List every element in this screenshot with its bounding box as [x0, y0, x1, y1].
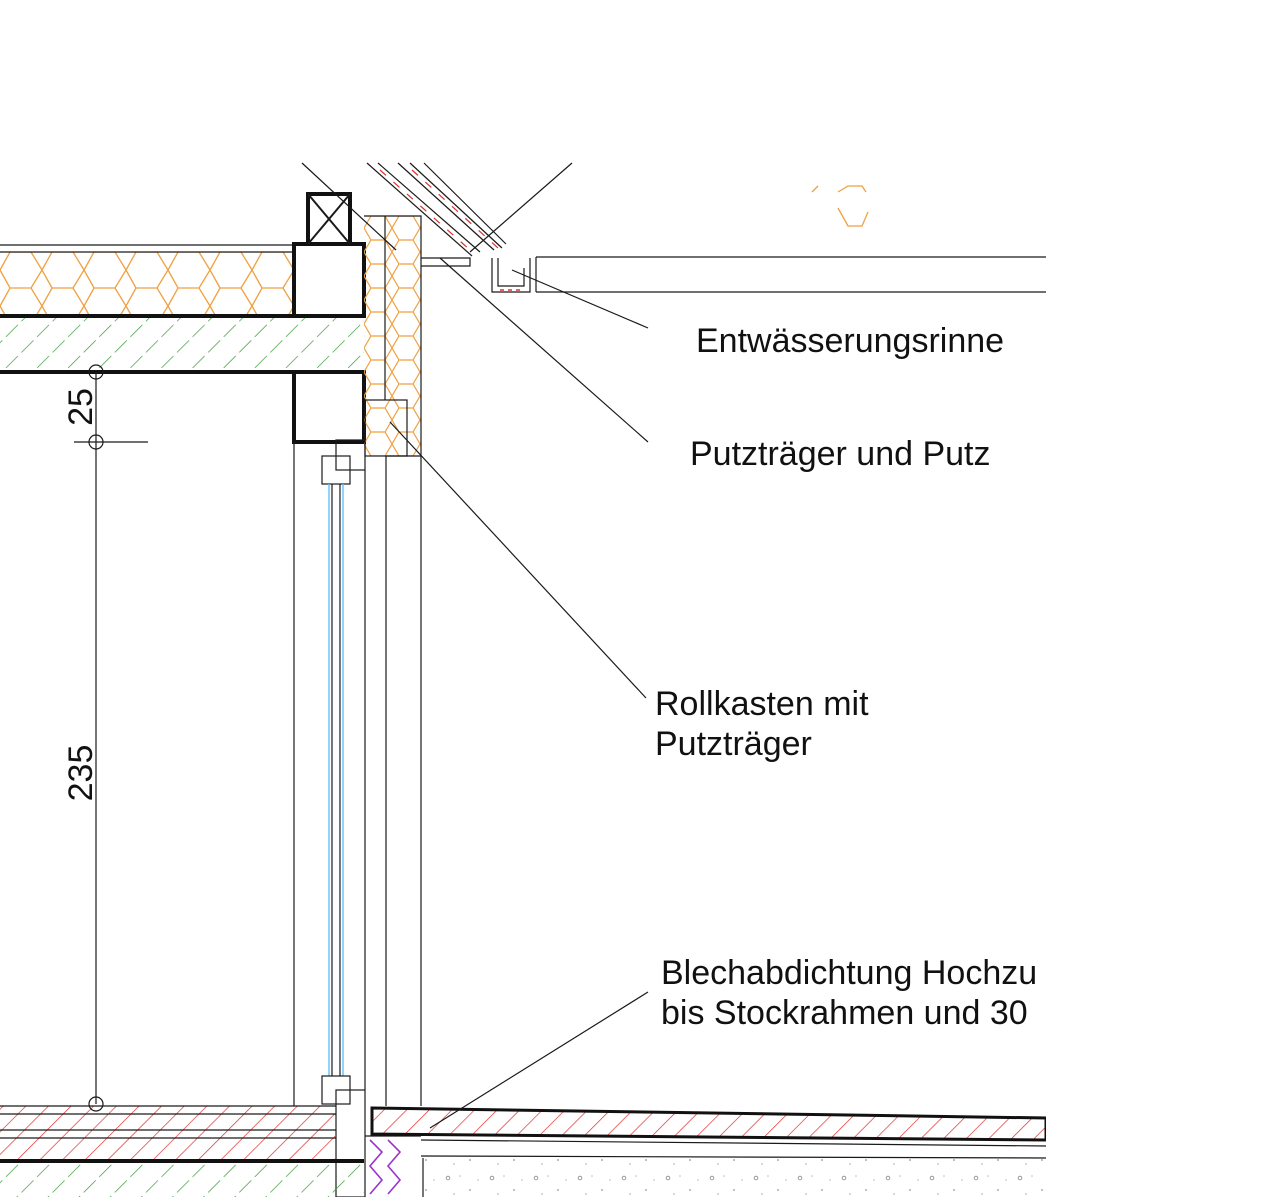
- upper-slab: [0, 244, 364, 374]
- leader-gutter: [511, 269, 649, 329]
- insulation-fragment: [811, 185, 869, 227]
- dim-lintel: 25: [62, 388, 100, 426]
- gravel-bed: [423, 1158, 1046, 1197]
- leader-plaster: [439, 257, 649, 443]
- seal-zigzag: [368, 1139, 402, 1195]
- lintel-masonry: [292, 370, 366, 444]
- terrace-layer: [420, 1139, 1047, 1147]
- dim-node-bottom: [88, 1096, 104, 1112]
- roof-line-long: [469, 162, 573, 253]
- terrace-flashing: [370, 1106, 1048, 1142]
- leader-shutter: [389, 421, 647, 699]
- roof-diag-2: [366, 162, 473, 257]
- gutter-channel: [491, 258, 531, 293]
- facade-insulation: [364, 215, 422, 457]
- ring-beam: [292, 242, 366, 318]
- roof-diag-3: [377, 162, 481, 253]
- dim-opening: 235: [62, 745, 100, 802]
- roof-red-1: [379, 169, 471, 251]
- terrace-layer-2: [420, 1155, 1047, 1159]
- label-shutter-1: Rollkasten mit: [655, 685, 869, 723]
- leaders: [389, 257, 649, 1129]
- lower-floor: [0, 1105, 1048, 1197]
- roof-red-2: [411, 169, 499, 249]
- eaves-flashing: [421, 257, 471, 267]
- annotations: Entwässerungsrinne Putzträger und Putz R…: [655, 322, 1037, 1032]
- roof-diag-5: [409, 162, 503, 249]
- dim-node-top: [88, 364, 104, 380]
- roof-edge: [301, 162, 1046, 293]
- dimension-chain: 25 235: [62, 364, 148, 1112]
- label-flashing-1: Blechabdichtung Hochzu: [661, 954, 1037, 992]
- floor-screed: [0, 1106, 336, 1160]
- roof-diag-4: [397, 162, 495, 251]
- leader-flashing: [429, 991, 649, 1129]
- window: [293, 442, 422, 1197]
- floor-slab: [0, 1162, 364, 1197]
- lintel: [292, 192, 366, 444]
- label-plaster: Putzträger und Putz: [690, 435, 991, 473]
- facade-insulation-body: [364, 216, 421, 456]
- slab-insulation: [0, 252, 294, 316]
- label-shutter-2: Putzträger: [655, 725, 812, 763]
- dim-node-mid: [88, 434, 104, 450]
- roof-diag-6: [423, 162, 507, 245]
- crop-mask: [1046, 940, 1280, 1197]
- batten-cross-2: [307, 193, 351, 245]
- gutter-inner: [497, 258, 525, 287]
- slab-concrete: [0, 316, 364, 372]
- label-flashing-2: bis Stockrahmen und 30: [661, 994, 1028, 1032]
- head-profile: [321, 455, 351, 485]
- roof-diag-1: [301, 162, 397, 251]
- label-gutter: Entwässerungsrinne: [696, 322, 1004, 360]
